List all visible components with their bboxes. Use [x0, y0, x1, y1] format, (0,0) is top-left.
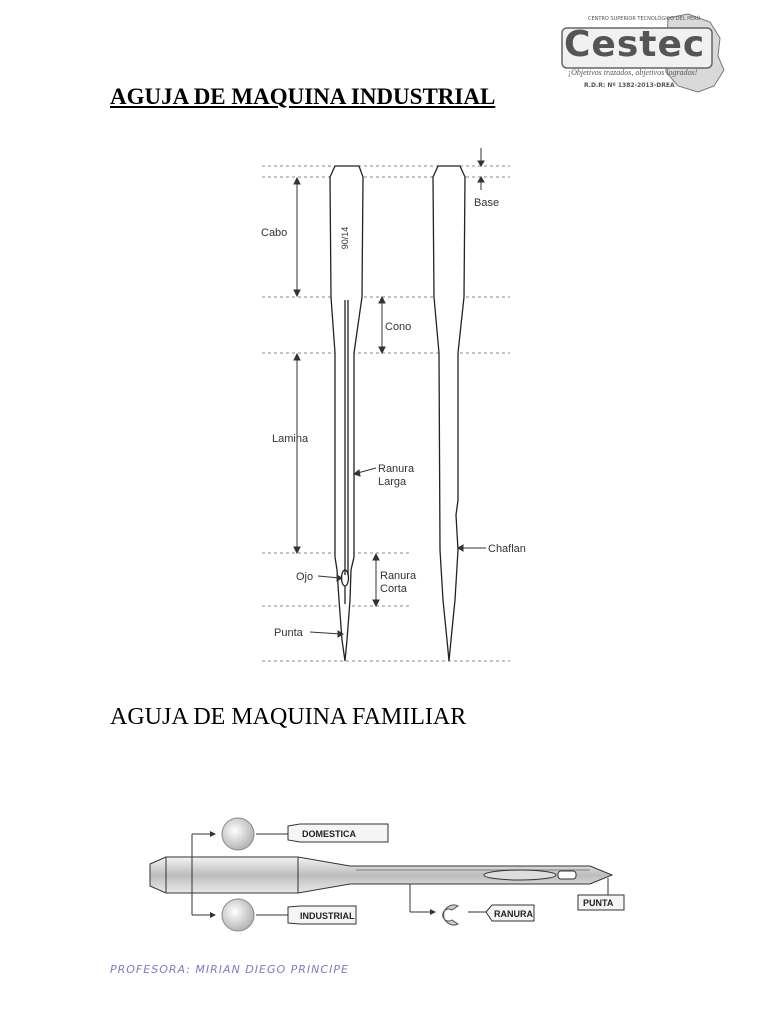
label-lamina: Lamina: [272, 433, 309, 445]
cestec-logo: CENTRO SUPERIOR TECNOLÓGICO DEL PERÚ Ces…: [548, 12, 728, 98]
label-base: Base: [474, 197, 499, 209]
page-title: AGUJA DE MAQUINA INDUSTRIAL: [110, 84, 496, 109]
footer-teacher: PROFESORA: MIRIAN DIEGO PRINCIPE: [110, 963, 349, 976]
logo-slogan: ¡Objetivos trazados, objetivos logrados!: [568, 68, 698, 77]
peru-map-icon: [561, 13, 725, 93]
label-ranura-larga-1: Ranura: [378, 463, 415, 475]
label-ojo: Ojo: [296, 571, 313, 583]
ranura-section: [442, 904, 460, 926]
label-punta-familiar: PUNTA: [583, 898, 614, 908]
familiar-needle: [149, 856, 614, 894]
logo-name: Cestec: [564, 24, 706, 65]
logo-top-text: CENTRO SUPERIOR TECNOLÓGICO DEL PERÚ: [588, 16, 701, 22]
label-industrial: INDUSTRIAL: [300, 911, 355, 921]
label-ranura-corta-2: Corta: [380, 583, 408, 595]
label-cono: Cono: [385, 321, 411, 333]
needle-size-label: 90/14: [340, 227, 350, 250]
label-ranura: RANURA: [494, 909, 533, 919]
logo-rdr: R.D.R: Nº 1382-2013-DREA: [584, 82, 675, 89]
front-needle: [329, 165, 364, 662]
domestica-disc: [221, 817, 255, 851]
label-domestica: DOMESTICA: [302, 829, 357, 839]
label-ranura-larga-2: Larga: [378, 476, 407, 488]
label-cabo: Cabo: [261, 227, 287, 239]
side-needle: [432, 165, 466, 662]
section-title-familiar: AGUJA DE MAQUINA FAMILIAR: [110, 704, 467, 730]
label-punta: Punta: [274, 627, 304, 639]
label-chaflan: Chaflan: [488, 543, 526, 555]
dimension-arrows: [293, 148, 486, 638]
label-ranura-corta-1: Ranura: [380, 570, 417, 582]
industrial-disc: [221, 898, 255, 932]
